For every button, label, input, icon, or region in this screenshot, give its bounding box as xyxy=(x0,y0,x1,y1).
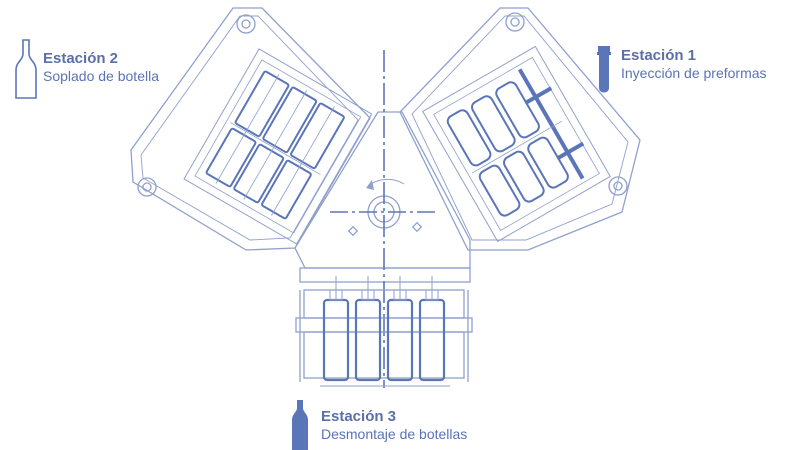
preform-icon xyxy=(597,46,611,93)
station-2-mold xyxy=(130,7,373,251)
station-3-mold xyxy=(295,276,473,387)
station-1-title: Estación 1 xyxy=(621,47,697,64)
bottle-filled-icon xyxy=(292,400,308,450)
station-3-subtitle: Desmontaje de botellas xyxy=(321,426,468,442)
bottle-outline-icon xyxy=(15,39,37,99)
station-2-label: Estación 2 Soplado de botella xyxy=(43,50,159,85)
station-3-title: Estación 3 xyxy=(321,408,397,425)
station-1-label: Estación 1 Inyección de preformas xyxy=(621,47,767,82)
station-1-subtitle: Inyección de preformas xyxy=(621,65,767,81)
station-2-title: Estación 2 xyxy=(43,50,119,67)
station-1-mold xyxy=(399,7,641,251)
center-axis-lines xyxy=(330,50,438,388)
station-2-subtitle: Soplado de botella xyxy=(43,68,159,84)
station-3-label: Estación 3 Desmontaje de botellas xyxy=(321,408,467,443)
rotary-hub xyxy=(294,111,471,283)
